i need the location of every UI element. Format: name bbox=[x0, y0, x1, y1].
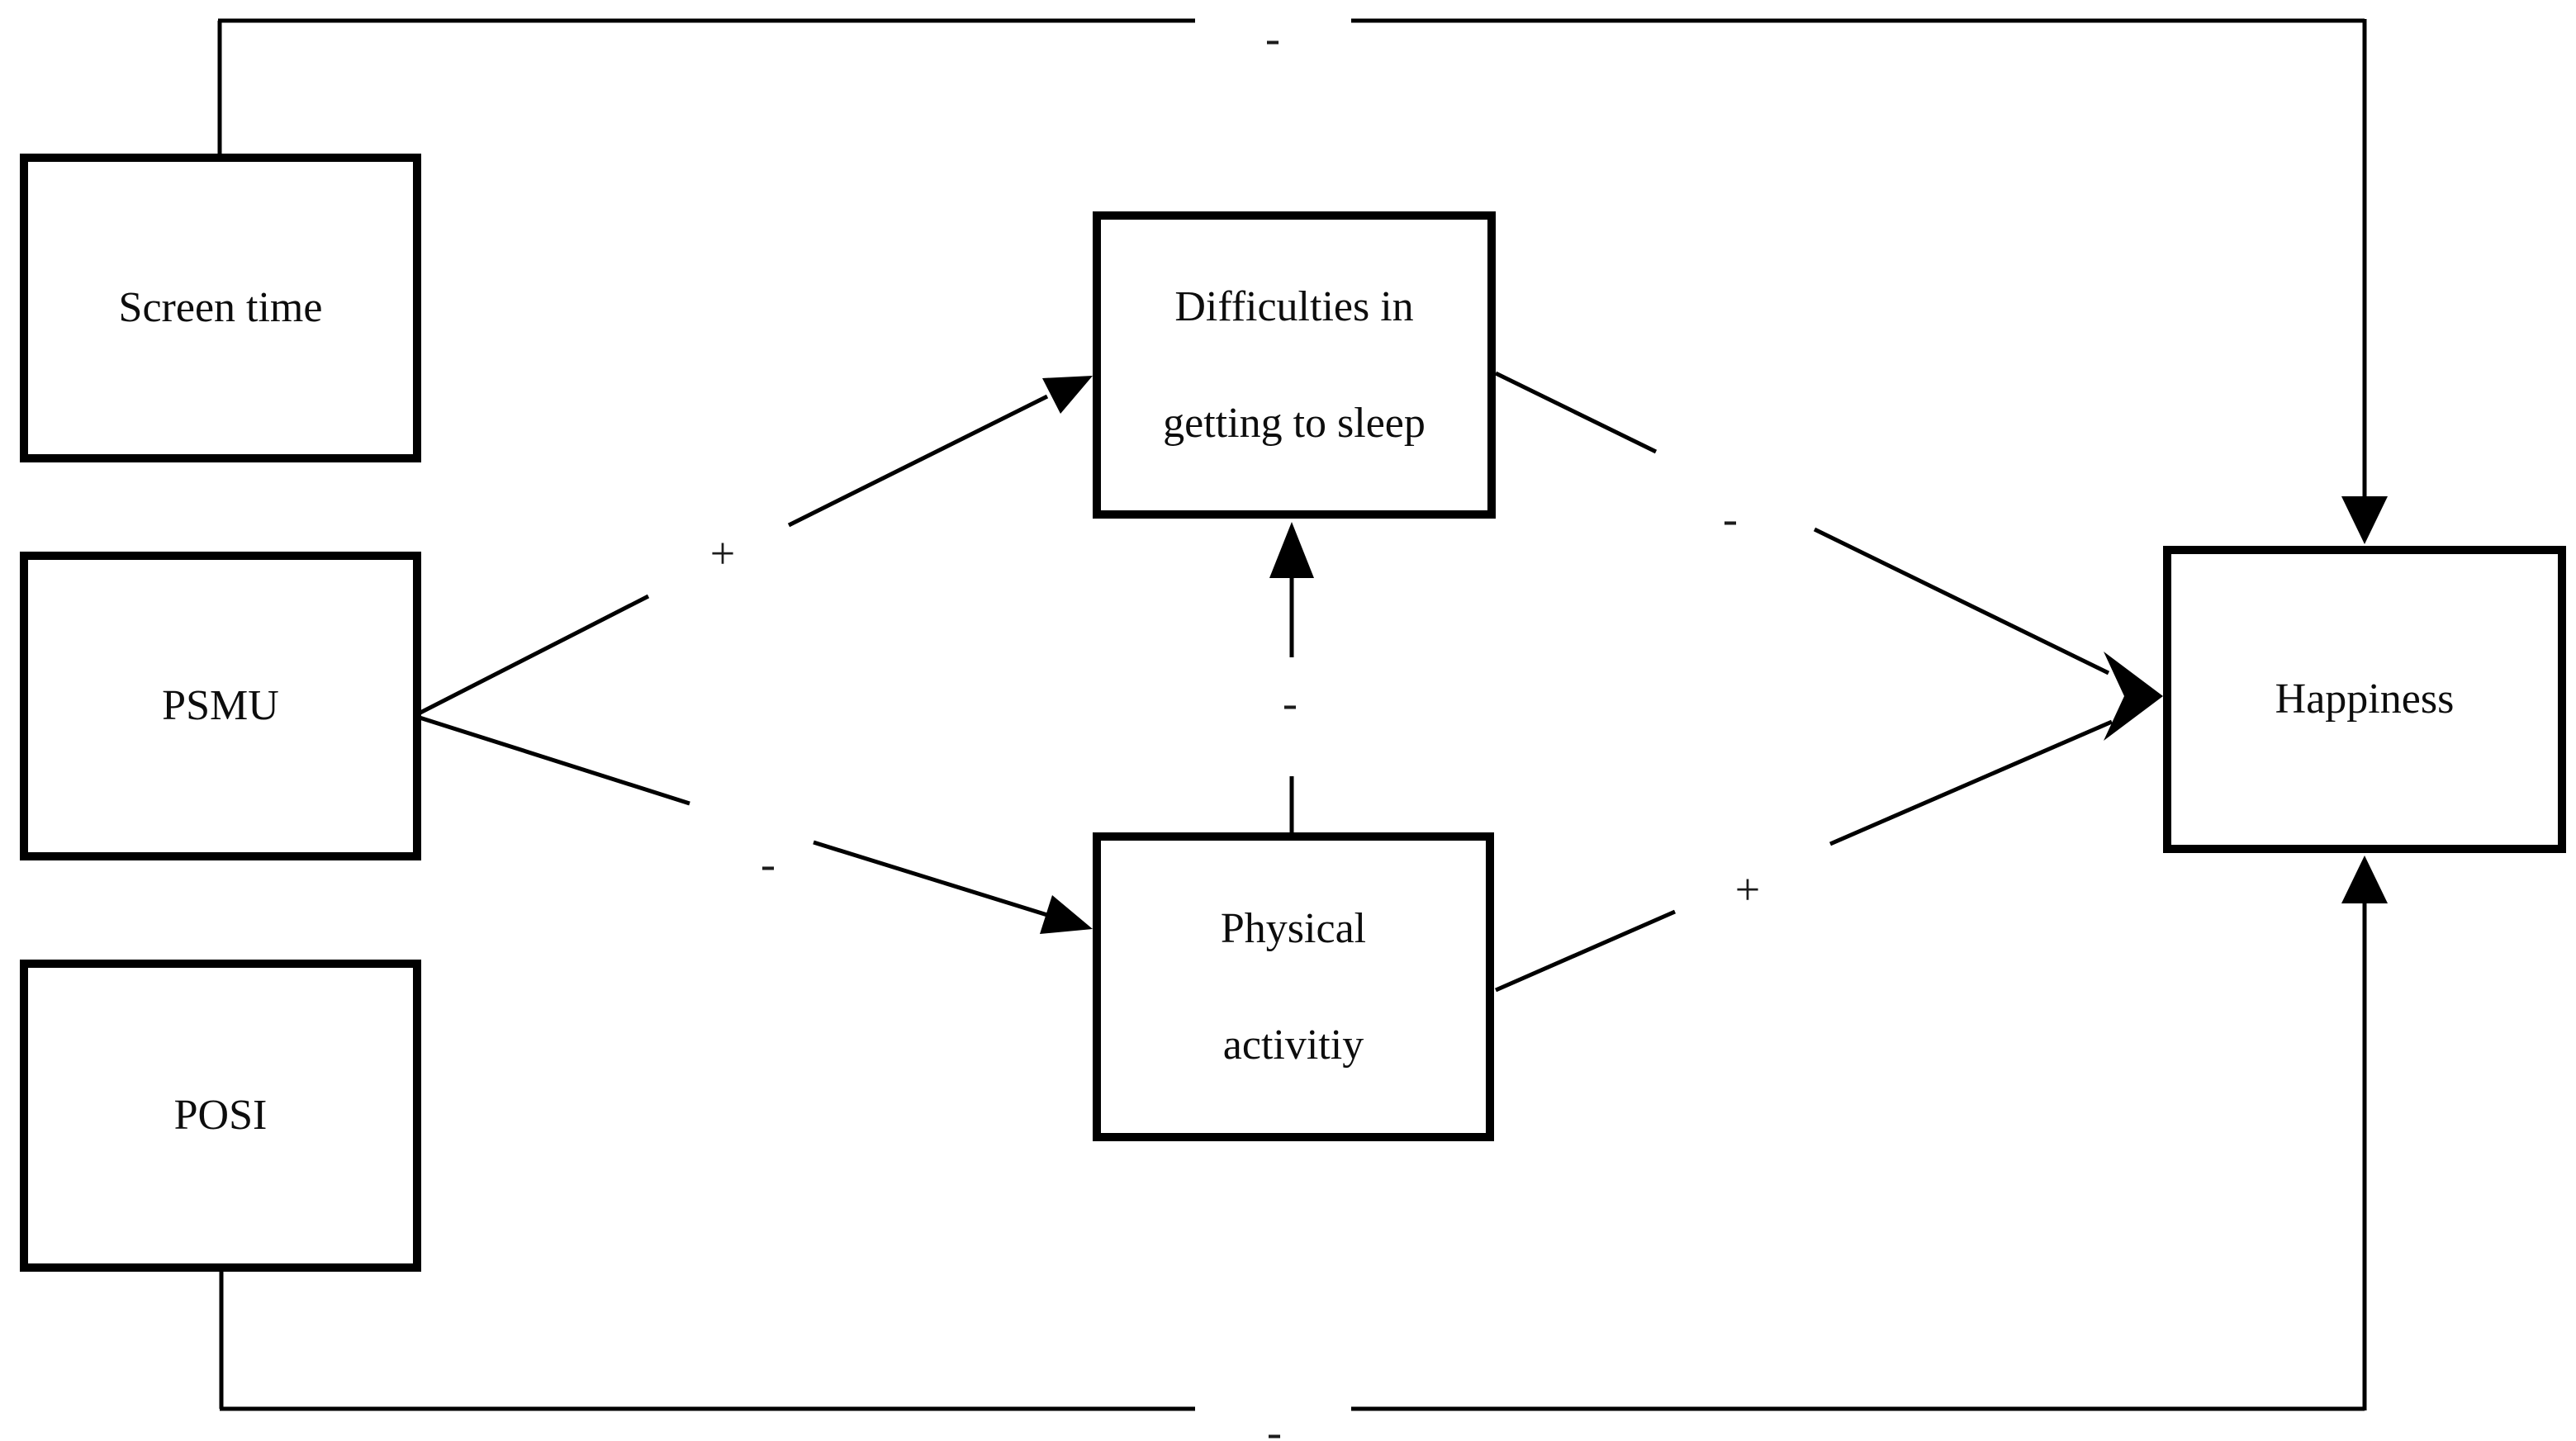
sign-physical-activity-happiness: + bbox=[1734, 865, 1761, 914]
edge-difficulties-to-happiness bbox=[1494, 371, 2110, 675]
node-psmu: PSMU bbox=[20, 552, 421, 860]
node-label: Happiness bbox=[2275, 675, 2455, 723]
sign-psmu-physical-activity: - bbox=[761, 839, 776, 889]
sign-physical-activity-difficulties: - bbox=[1283, 678, 1297, 728]
edge-segment bbox=[813, 840, 1048, 917]
edge-screen-time-to-happiness bbox=[217, 18, 2388, 544]
edge-segment bbox=[1494, 371, 1658, 454]
sign-screen-time-happiness: - bbox=[1265, 13, 1280, 63]
arrowhead bbox=[2341, 496, 2388, 544]
node-label-line1: Difficulties in bbox=[1174, 282, 1414, 330]
edge-psmu-to-difficulties bbox=[415, 376, 1093, 717]
node-label: PSMU bbox=[162, 682, 279, 730]
edge-posi-to-happiness bbox=[219, 856, 2388, 1411]
node-label-line2: getting to sleep bbox=[1163, 400, 1426, 447]
arrowhead bbox=[2104, 652, 2163, 741]
edge-segment bbox=[787, 394, 1049, 528]
sign-psmu-difficulties: + bbox=[709, 529, 736, 578]
arrowhead bbox=[2341, 856, 2388, 903]
node-label-line1: Physical bbox=[1220, 904, 1367, 952]
edge-segment bbox=[415, 594, 650, 717]
edge-segment bbox=[416, 714, 690, 806]
arrowhead bbox=[1040, 895, 1093, 934]
node-physical-activity: Physical activitiy bbox=[1093, 832, 1494, 1141]
node-posi: POSI bbox=[20, 960, 421, 1272]
edge-physical-activity-to-difficulties bbox=[1269, 522, 1314, 832]
sign-posi-happiness: - bbox=[1267, 1407, 1282, 1441]
node-happiness: Happiness bbox=[2163, 546, 2566, 853]
edge-physical-activity-to-happiness bbox=[1494, 719, 2113, 993]
edge-segment bbox=[1829, 719, 2113, 846]
sign-difficulties-happiness: - bbox=[1723, 494, 1738, 543]
node-label: Screen time bbox=[118, 284, 323, 332]
edge-segment bbox=[1494, 909, 1677, 993]
node-screen-time: Screen time bbox=[20, 154, 421, 462]
node-difficulties-getting-to-sleep: Difficulties in getting to sleep bbox=[1093, 211, 1496, 519]
node-label: POSI bbox=[173, 1092, 268, 1140]
arrowhead bbox=[1269, 522, 1314, 578]
arrowhead bbox=[1042, 376, 1093, 414]
edge-psmu-to-physical-activity bbox=[416, 714, 1093, 934]
node-label-line2: activitiy bbox=[1222, 1021, 1364, 1069]
edge-segment bbox=[1813, 527, 2110, 675]
